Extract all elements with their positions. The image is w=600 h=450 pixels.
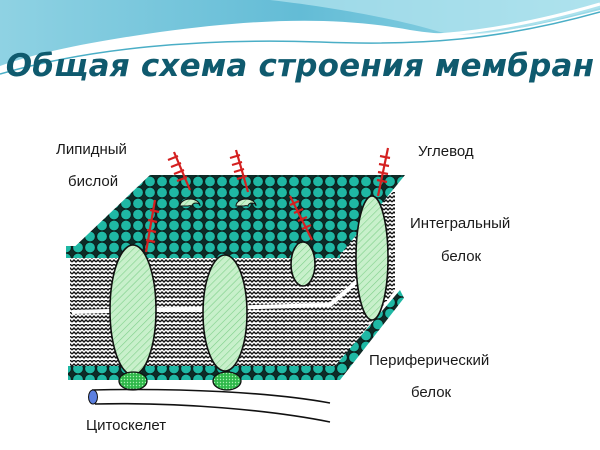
lipid-heads-bottom-row: [68, 290, 404, 380]
integral-proteins: [109, 195, 389, 376]
surface-protein-caps: [179, 198, 257, 207]
label-peripheral-protein-line1: Периферический: [369, 352, 490, 369]
header-wave-decoration: [0, 0, 600, 75]
cytoskeleton-fiber: [88, 388, 331, 423]
label-integral-protein-line1: Интегральный: [410, 215, 511, 232]
label-cytoskeleton: Цитоскелет: [86, 417, 167, 434]
label-lipid-bilayer-line2: бислой: [68, 173, 119, 190]
slide-title: Общая схема строения мембран: [5, 48, 595, 84]
label-carbohydrate: Углевод: [418, 143, 474, 160]
label-integral-protein-line2: белок: [441, 248, 482, 265]
carbohydrate-chains: [144, 147, 391, 253]
label-lipid-bilayer-line1: Липидный: [56, 141, 127, 158]
peripheral-proteins: [118, 371, 242, 391]
label-peripheral-protein-line2: белок: [411, 384, 452, 401]
